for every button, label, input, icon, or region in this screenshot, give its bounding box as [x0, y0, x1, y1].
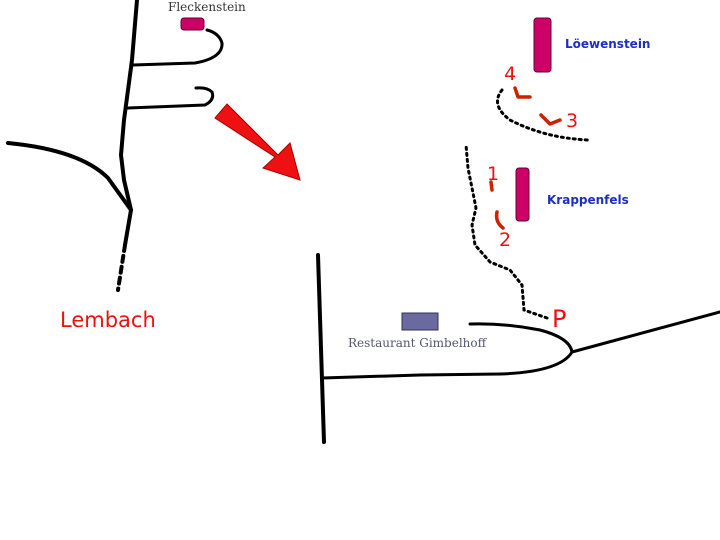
- hiking-path-dotted-upper: [496, 88, 590, 142]
- restaurant-marker-icon: [401, 312, 439, 331]
- castle-marker-icon: [515, 167, 530, 222]
- road-second-spur: [126, 86, 215, 110]
- label-fleckenstein: Fleckenstein: [168, 0, 246, 14]
- waypoint-1: 1: [487, 163, 499, 185]
- road-fleckenstein-spur: [131, 28, 224, 67]
- parking-label: P: [552, 305, 566, 333]
- route-segment-1: [489, 180, 494, 192]
- route-segment-4: [513, 86, 532, 99]
- arrow-icon: [214, 103, 301, 181]
- label-restaurant: Restaurant Gimbelhoff: [348, 336, 488, 350]
- road-vertical-south: [316, 253, 326, 444]
- road-to-lembach: [123, 208, 133, 247]
- label-loewenstein: Löewenstein: [565, 37, 650, 51]
- road-east: [570, 310, 720, 354]
- road-west: [6, 141, 133, 212]
- waypoint-2: 2: [499, 229, 511, 251]
- route-segment-3: [539, 113, 562, 126]
- label-lembach: Lembach: [60, 308, 156, 332]
- label-krappenfels: Krappenfels: [547, 193, 629, 207]
- hiking-path-dotted: [464, 143, 549, 320]
- castle-marker-icon: [180, 17, 205, 31]
- waypoint-3: 3: [566, 110, 578, 132]
- castle-marker-icon: [533, 17, 552, 73]
- road-to-restaurant: [320, 322, 574, 380]
- route-segment-2: [494, 210, 505, 230]
- road-lembach-dashed: [116, 243, 127, 292]
- road-main-north: [119, 0, 139, 212]
- waypoint-4: 4: [504, 63, 516, 85]
